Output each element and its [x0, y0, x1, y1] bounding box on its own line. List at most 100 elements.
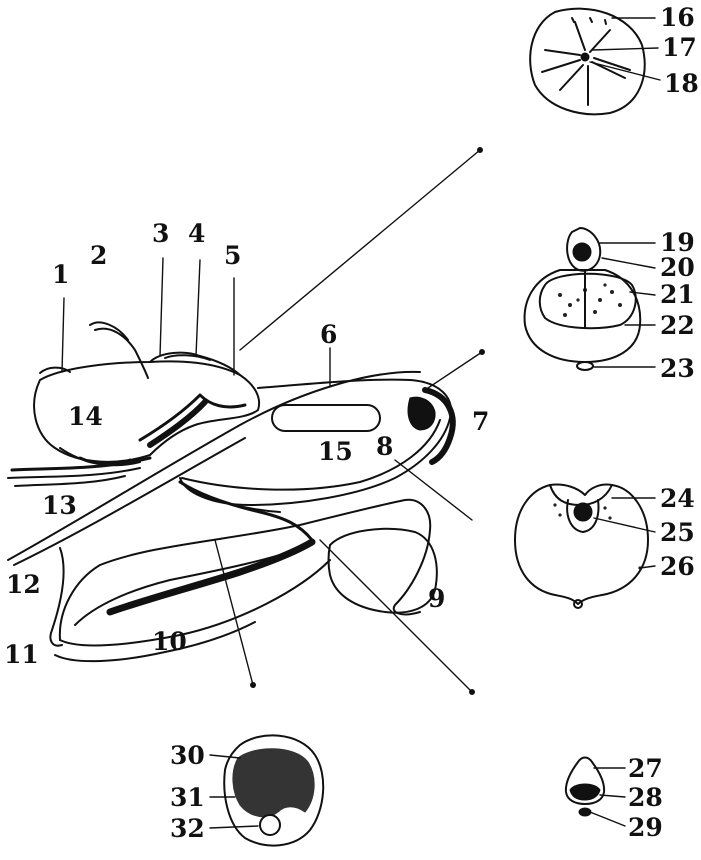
- section-25-core: [573, 502, 593, 522]
- structure-10-outer: [58, 498, 432, 641]
- label-6: 6: [320, 320, 337, 349]
- leader-28: [599, 794, 626, 798]
- cross-section-30-32: [209, 734, 325, 847]
- label-8: 8: [376, 432, 393, 461]
- section-21-block: [538, 272, 637, 330]
- label-24: 24: [660, 484, 695, 513]
- rod-12: [7, 370, 421, 561]
- labels: 1 2 3 4 5 6 7 8 9 10 11 12 13 14 15 16 1…: [4, 3, 699, 843]
- leader-18: [589, 61, 661, 81]
- leader-3: [159, 257, 164, 357]
- leader-17: [591, 47, 659, 51]
- cross-section-27-29: [564, 756, 626, 827]
- dorsal-bump-2: [164, 354, 211, 361]
- label-23: 23: [660, 354, 695, 383]
- leader-1: [61, 297, 65, 373]
- section-28-dark: [569, 783, 601, 801]
- body-dorsal-outline: [179, 378, 452, 506]
- leader-32: [209, 825, 259, 829]
- leader-20: [601, 257, 656, 269]
- label-1: 1: [52, 260, 69, 289]
- left-arm-11: [49, 547, 65, 647]
- label-9: 9: [428, 584, 445, 613]
- label-2: 2: [90, 241, 107, 270]
- label-10: 10: [152, 627, 187, 656]
- tube-2: [94, 327, 149, 379]
- pointer-line-7: [424, 351, 483, 391]
- label-18: 18: [664, 69, 699, 98]
- pointer-line-9: [319, 539, 473, 693]
- label-16: 16: [660, 3, 695, 32]
- label-21: 21: [660, 280, 695, 309]
- label-31: 31: [170, 783, 205, 812]
- section-30-outline: [223, 734, 325, 847]
- body-ventral-outline: [181, 419, 441, 491]
- cross-section-16-18: [529, 7, 661, 116]
- label-30: 30: [170, 741, 205, 770]
- label-13: 13: [42, 491, 77, 520]
- label-26: 26: [660, 552, 695, 581]
- section-22-outline: [523, 269, 642, 363]
- label-19: 19: [660, 228, 695, 257]
- tube-2b: [89, 321, 129, 341]
- pointer-tip-top: [477, 147, 483, 153]
- pointer-line-8: [394, 459, 473, 521]
- label-22: 22: [660, 311, 695, 340]
- section-29-base: [578, 807, 592, 817]
- strands-13b: [7, 467, 141, 479]
- left-nub: [39, 366, 71, 374]
- label-4: 4: [188, 219, 205, 248]
- label-11: 11: [4, 640, 39, 669]
- pointer-line-top: [239, 149, 481, 351]
- label-20: 20: [660, 253, 695, 282]
- section-16-spokes: [541, 21, 631, 106]
- label-12: 12: [6, 570, 41, 599]
- label-3: 3: [152, 219, 169, 248]
- section-27-outline: [564, 756, 606, 805]
- structure-7: [422, 387, 456, 465]
- leader-29: [589, 811, 626, 827]
- leader-30: [209, 754, 241, 759]
- label-28: 28: [628, 783, 663, 812]
- ovoid-9: [327, 527, 438, 614]
- cross-section-19-23: [523, 227, 656, 371]
- pointer-tip-9: [469, 689, 475, 695]
- pointer-tip-bottom: [250, 682, 256, 688]
- label-32: 32: [170, 814, 205, 843]
- structure-7-fill: [407, 396, 436, 431]
- structure-10-dark: [106, 538, 316, 616]
- pointer-tip-7: [479, 349, 485, 355]
- section-32-hole: [259, 814, 281, 836]
- section-26-base: [573, 599, 583, 609]
- label-14: 14: [68, 402, 103, 431]
- section-24-specks: [553, 503, 642, 570]
- label-29: 29: [628, 813, 663, 842]
- leader-21: [629, 291, 656, 296]
- label-15: 15: [318, 437, 353, 466]
- label-7: 7: [472, 407, 489, 436]
- section-16-outline: [529, 7, 646, 116]
- rod-12b: [13, 437, 246, 566]
- strands-13c: [14, 475, 126, 487]
- brain-dark-band: [138, 393, 247, 442]
- label-25: 25: [660, 518, 695, 547]
- section-24-lobes: [549, 484, 613, 506]
- cross-section-24-26: [514, 483, 656, 609]
- label-27: 27: [628, 754, 663, 783]
- connector-band: [178, 480, 314, 542]
- label-17: 17: [662, 33, 697, 62]
- section-25-ring: [566, 499, 600, 533]
- brain-dark-band-2: [147, 399, 208, 448]
- structure-10-tail: [59, 559, 331, 647]
- leader-25: [593, 517, 656, 533]
- section-20-core: [572, 242, 592, 262]
- label-5: 5: [224, 241, 241, 270]
- leader-26: [639, 565, 656, 569]
- section-17-center: [580, 52, 590, 62]
- section-26-outline: [514, 483, 649, 605]
- section-21-specks: [558, 283, 622, 317]
- leader-4: [195, 259, 201, 357]
- pointer-line-bottom: [214, 539, 254, 686]
- section-19-tube: [566, 227, 602, 272]
